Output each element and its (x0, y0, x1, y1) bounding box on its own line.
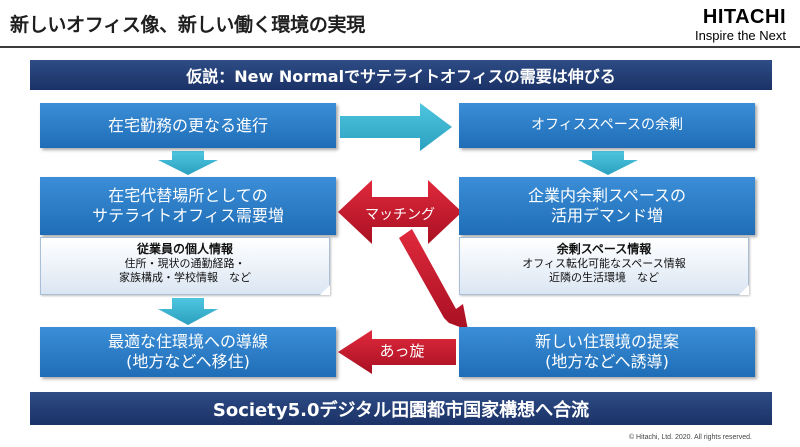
box-line: 活用デマンド増 (550, 206, 663, 225)
hypothesis-banner: 仮説：New Normalでサテライトオフィスの需要は伸びる (30, 60, 772, 90)
arrow-down-icon (158, 298, 218, 325)
box-line: 企業内余剰スペースの (527, 186, 687, 205)
note-heading: 余剰スペース情報 (556, 242, 652, 256)
arrow-down-icon (158, 151, 218, 175)
note-heading: 従業員の個人情報 (136, 242, 233, 256)
arrow-right-icon (340, 103, 452, 151)
arrow-down-icon (578, 151, 638, 175)
matching-label: マッチング (365, 207, 435, 223)
remote-work-box: 在宅勤務の更なる進行 (40, 103, 336, 148)
box-line: (地方などへ移住) (126, 352, 250, 371)
box-line: 在宅勤務の更なる進行 (107, 115, 268, 135)
note-line: 近隣の生活環境 など (549, 270, 659, 284)
note-fold-corner (739, 285, 749, 295)
satellite-demand-box: 在宅代替場所としての サテライトオフィス需要増 (40, 177, 336, 235)
note-line: オフィス転化可能なスペース情報 (522, 257, 686, 270)
office-surplus-box: オフィススペースの余剰 (459, 103, 755, 148)
header-divider (0, 46, 800, 48)
matching-double-arrow-icon (338, 180, 462, 244)
mediation-label: あっ旋 (379, 342, 425, 360)
note-line: 家族構成・学校情報 など (119, 270, 251, 284)
logo-tagline: Inspire the Next (694, 28, 786, 43)
box-line: 最適な住環境への導線 (107, 332, 268, 351)
new-proposal-box: 新しい住環境の提案 (地方などへ誘導) (459, 327, 755, 377)
note-fold-corner (320, 285, 330, 295)
arrow-left-icon (338, 330, 456, 374)
employee-info-note: 従業員の個人情報 住所・現状の通勤経路・ 家族構成・学校情報 など (40, 237, 330, 295)
optimal-route-box: 最適な住環境への導線 (地方などへ移住) (40, 327, 336, 377)
page-title: 新しいオフィス像、新しい働く環境の実現 (10, 14, 365, 36)
copyright-footer: © Hitachi, Ltd. 2020. All rights reserve… (628, 434, 752, 441)
surplus-space-note: 余剰スペース情報 オフィス転化可能なスペース情報 近隣の生活環境 など (459, 237, 749, 295)
box-line: オフィススペースの余剰 (530, 116, 684, 133)
box-line: 新しい住環境の提案 (534, 332, 679, 351)
box-line: (地方などへ誘導) (545, 352, 669, 371)
society5-banner: Society5.0デジタル田園都市国家構想へ合流 (30, 392, 772, 425)
box-line: 在宅代替場所としての (108, 186, 268, 205)
note-line: 住所・現状の通勤経路・ (124, 257, 246, 270)
space-demand-box: 企業内余剰スペースの 活用デマンド増 (459, 177, 755, 235)
box-line: サテライトオフィス需要増 (92, 206, 284, 225)
logo-wordmark: HITACHI (702, 6, 786, 28)
arrow-diagonal-icon (399, 229, 468, 330)
hitachi-logo: HITACHI Inspire the Next (666, 6, 786, 44)
